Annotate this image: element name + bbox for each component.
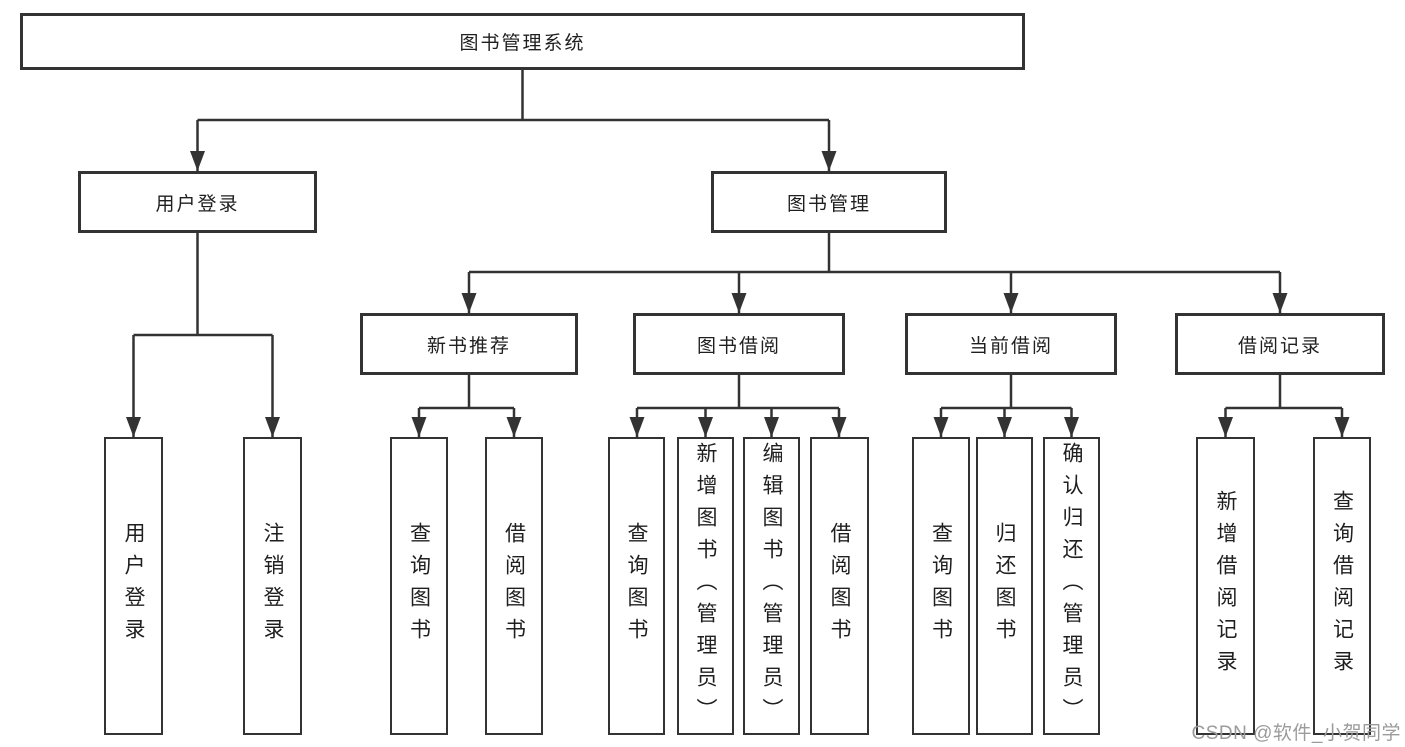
node-user-login: 用户登录: [78, 171, 317, 233]
node-book-management: 图书管理: [711, 171, 947, 233]
leaf-newbook-borrow-books: 借阅图书: [485, 437, 543, 735]
csdn-watermark: CSDN @软件_小贺同学: [1191, 723, 1401, 744]
leaf-newbook-query-books: 查询图书: [390, 437, 448, 735]
leaf-current-return-books: 归还图书: [976, 437, 1033, 735]
node-library-management-system: 图书管理系统: [20, 13, 1025, 70]
leaf-user-login: 用户登录: [104, 437, 163, 735]
leaf-borrow-add-books-admin: 新增图书（管理员）: [677, 437, 734, 735]
leaf-records-query-record: 查询借阅记录: [1313, 437, 1371, 735]
leaf-logout: 注销登录: [243, 437, 302, 735]
node-new-book-recommend: 新书推荐: [360, 313, 578, 375]
leaf-borrow-query-books: 查询图书: [608, 437, 665, 735]
leaf-records-add-record: 新增借阅记录: [1196, 437, 1255, 735]
leaf-current-confirm-return-admin: 确认归还（管理员）: [1043, 437, 1100, 735]
leaf-current-query-books: 查询图书: [912, 437, 970, 735]
node-borrowing-records: 借阅记录: [1175, 313, 1385, 375]
leaf-borrow-edit-books-admin: 编辑图书（管理员）: [743, 437, 800, 735]
leaf-borrow-borrow-books: 借阅图书: [810, 437, 869, 735]
node-book-borrowing: 图书借阅: [633, 313, 845, 375]
node-current-borrowing: 当前借阅: [905, 313, 1117, 375]
